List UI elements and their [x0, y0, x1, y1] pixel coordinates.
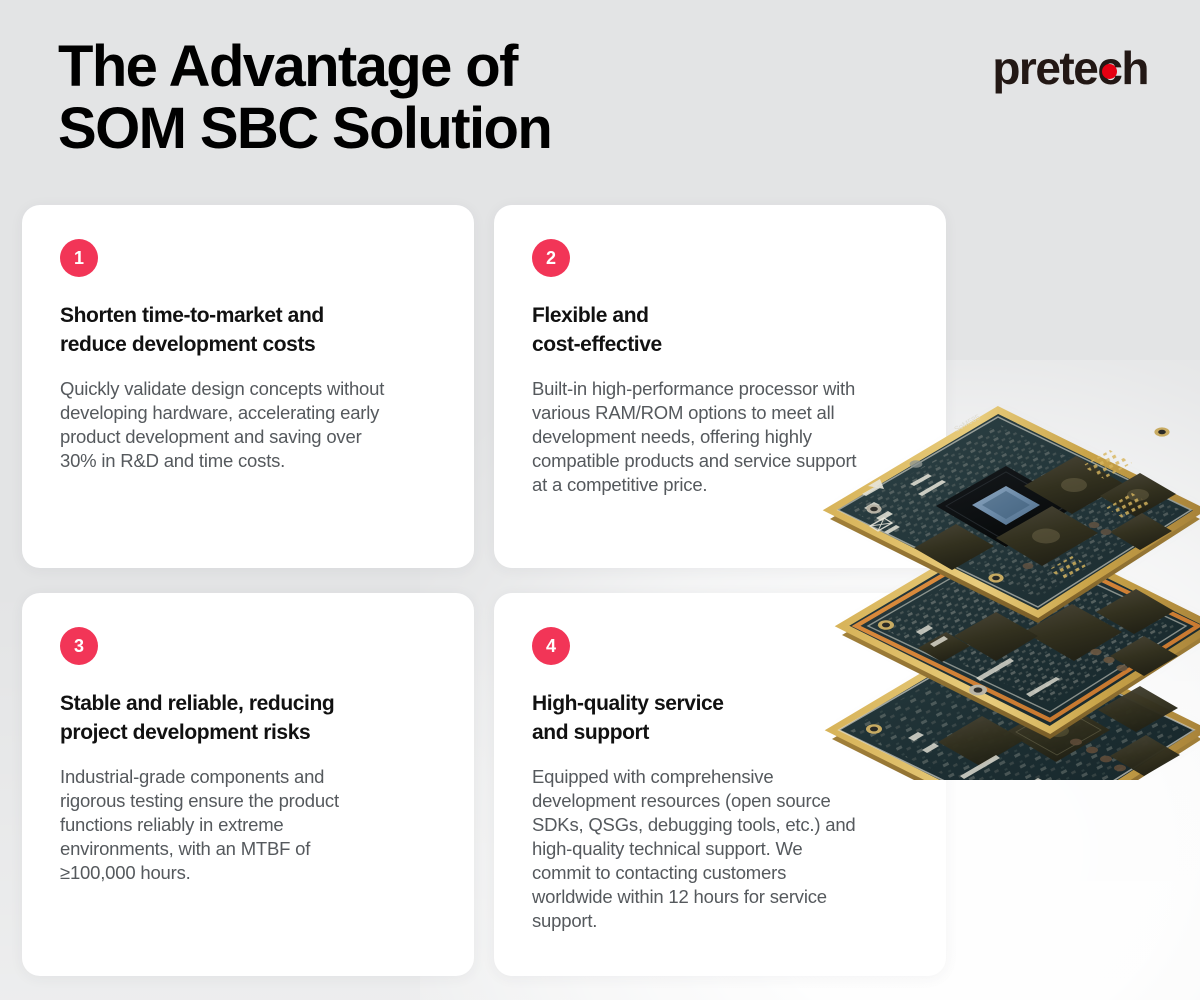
card-3-number-badge: 3 — [60, 627, 98, 665]
card-1-number-badge: 1 — [60, 239, 98, 277]
advantages-card-grid: 1 Shorten time-to-market and reduce deve… — [22, 205, 948, 976]
card-4-heading: High-quality service and support — [532, 692, 724, 744]
card-1-body: Quickly validate design concepts without… — [60, 378, 385, 471]
card-1-heading: Shorten time-to-market and reduce develo… — [60, 304, 324, 356]
card-2-number-badge: 2 — [532, 239, 570, 277]
advantage-card-3[interactable]: 3 Stable and reliable, reducing project … — [22, 593, 474, 976]
logo-wordmark-text: pretech — [992, 42, 1149, 94]
logo-text: pretech — [992, 42, 1149, 94]
card-4-body: Equipped with comprehensive development … — [532, 766, 856, 931]
board-silkscreen-label: SoM585 — [953, 412, 982, 433]
card-2-heading: Flexible and cost-effective — [532, 304, 662, 356]
brand-logo: pretech — [992, 42, 1149, 94]
header: The Advantage of SOM SBC Solution pretec… — [0, 0, 1200, 200]
advantage-card-1[interactable]: 1 Shorten time-to-market and reduce deve… — [22, 205, 474, 568]
advantage-card-4[interactable]: 4 High-quality service and support Equip… — [494, 593, 946, 976]
card-3-body: Industrial-grade components and rigorous… — [60, 766, 339, 883]
card-3-heading: Stable and reliable, reducing project de… — [60, 692, 335, 744]
logo-red-dot-icon — [1102, 64, 1117, 79]
advantage-card-2[interactable]: 2 Flexible and cost-effective Built-in h… — [494, 205, 946, 568]
page-title: The Advantage of SOM SBC Solution — [58, 34, 553, 161]
card-2-body: Built-in high-performance processor with… — [532, 378, 857, 495]
card-4-number-badge: 4 — [532, 627, 570, 665]
